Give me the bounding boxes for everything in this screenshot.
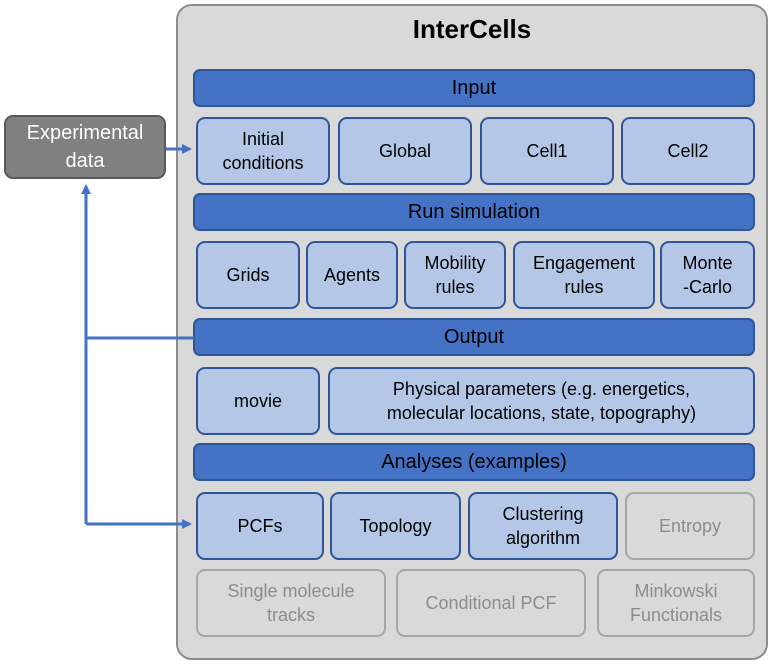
entropy-box[interactable]: Entropy (625, 492, 755, 560)
pcfs-box[interactable]: PCFs (196, 492, 324, 560)
page-title: InterCells (412, 14, 532, 44)
cell1-box[interactable]: Cell1 (480, 117, 614, 185)
run-simulation-header[interactable]: Run simulation (193, 193, 755, 231)
initial-conditions-box[interactable]: Initial conditions (196, 117, 330, 185)
minkowski-functionals-box[interactable]: Minkowski Functionals (597, 569, 755, 637)
mobility-rules-box[interactable]: Mobility rules (404, 241, 506, 309)
clustering-algorithm-box[interactable]: Clustering algorithm (468, 492, 618, 560)
grids-box[interactable]: Grids (196, 241, 300, 309)
analyses-header[interactable]: Analyses (examples) (193, 443, 755, 481)
input-header[interactable]: Input (193, 69, 755, 107)
experimental-data-label: Experimental data (26, 122, 144, 172)
output-header[interactable]: Output (193, 318, 755, 356)
cell2-box[interactable]: Cell2 (621, 117, 755, 185)
agents-box[interactable]: Agents (306, 241, 398, 309)
engagement-rules-box[interactable]: Engagement rules (513, 241, 655, 309)
monte-carlo-box[interactable]: Monte -Carlo (660, 241, 755, 309)
single-molecule-tracks-box[interactable]: Single molecule tracks (196, 569, 386, 637)
movie-box[interactable]: movie (196, 367, 320, 435)
topology-box[interactable]: Topology (330, 492, 461, 560)
experimental-data-box[interactable]: Experimental data (4, 115, 166, 179)
physical-parameters-box[interactable]: Physical parameters (e.g. energetics, mo… (328, 367, 755, 435)
conditional-pcf-box[interactable]: Conditional PCF (396, 569, 586, 637)
global-box[interactable]: Global (338, 117, 472, 185)
